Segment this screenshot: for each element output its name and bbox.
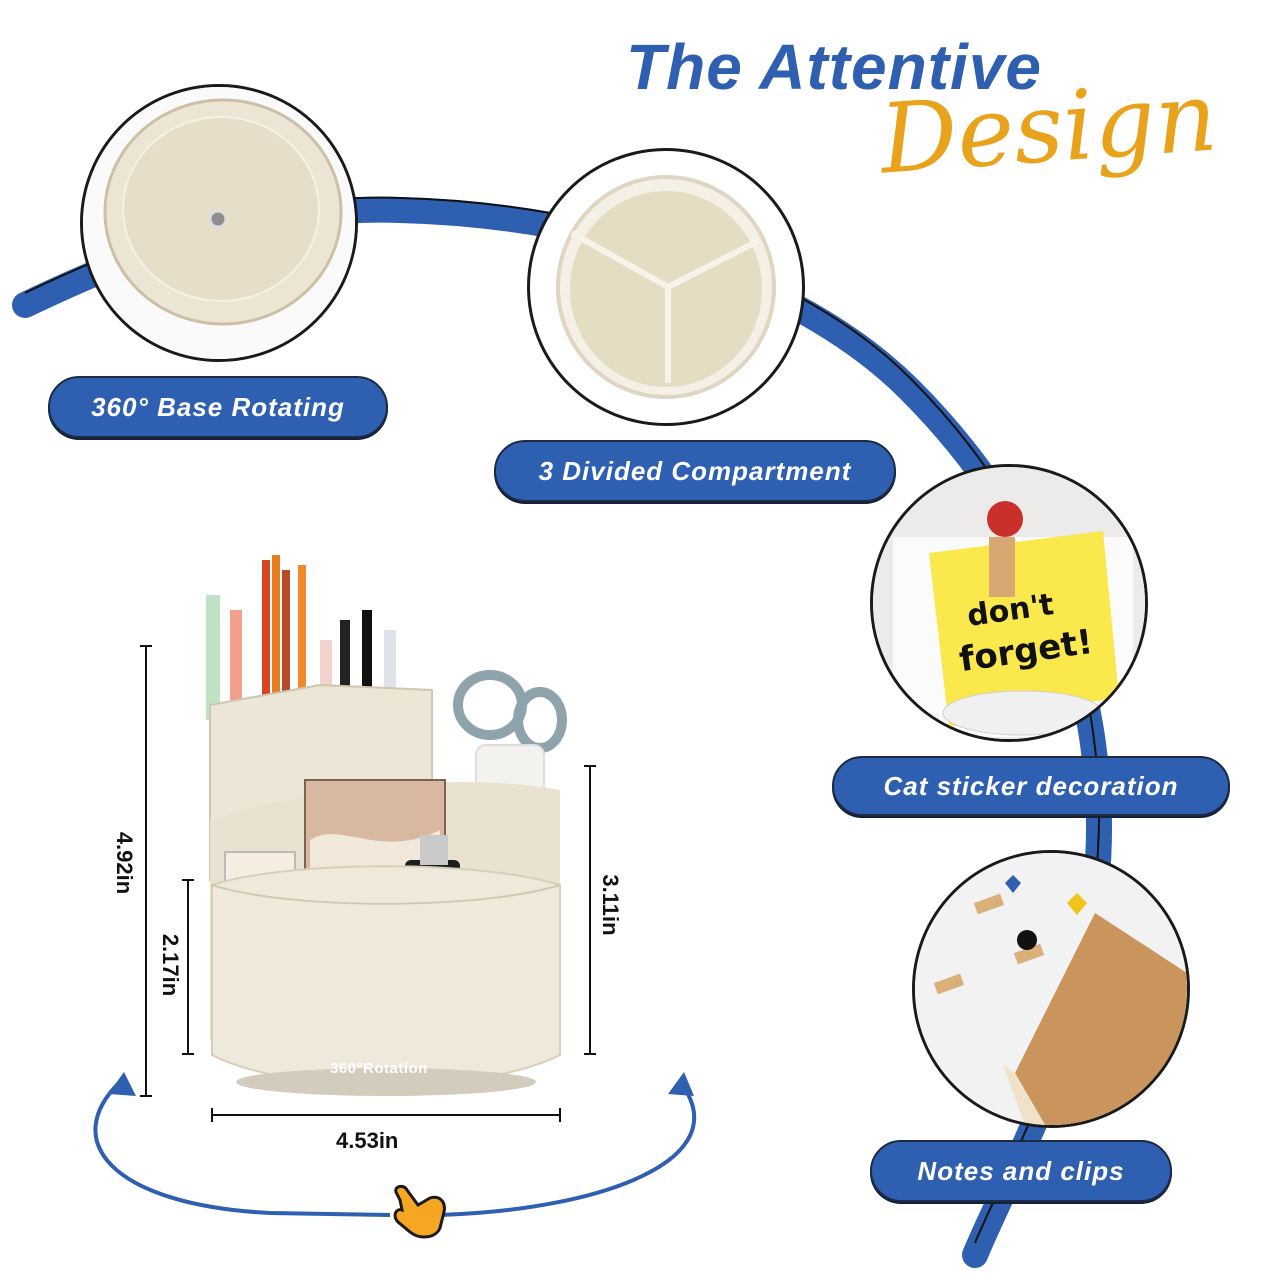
feature-image-rotating-base	[80, 84, 358, 362]
title-script: Design	[876, 60, 1221, 196]
feature-image-cat-sticker: don't forget!	[870, 464, 1148, 742]
feature-image-notes-clips	[912, 850, 1190, 1128]
dimension-width: 4.53in	[336, 1128, 399, 1153]
divided-compartment-icon	[556, 175, 776, 399]
rotating-base-icon	[83, 87, 355, 359]
dimension-back-height: 3.11in	[598, 874, 623, 936]
dimension-front-height: 2.17in	[158, 933, 183, 997]
rotation-label: 360°Rotation	[330, 1060, 428, 1077]
feature-image-divided-compartment	[527, 148, 805, 426]
feature-label-notes-clips: Notes and clips	[870, 1140, 1172, 1202]
dimension-lines	[140, 645, 596, 1122]
dimension-total-height: 4.92in	[112, 831, 137, 895]
feature-label-divided-compartment: 3 Divided Compartment	[494, 440, 896, 502]
product-organizer-illustration	[206, 555, 567, 1096]
feature-label-cat-sticker: Cat sticker decoration	[832, 756, 1230, 816]
notebook-clips-icon	[915, 853, 1187, 1125]
sticky-note-icon	[873, 467, 1145, 739]
feature-label-rotating-base: 360° Base Rotating	[48, 376, 388, 438]
rotation-arrow-icon	[93, 1072, 696, 1217]
pointing-hand-icon	[393, 1184, 446, 1239]
title-main: The Attentive	[626, 31, 1042, 103]
